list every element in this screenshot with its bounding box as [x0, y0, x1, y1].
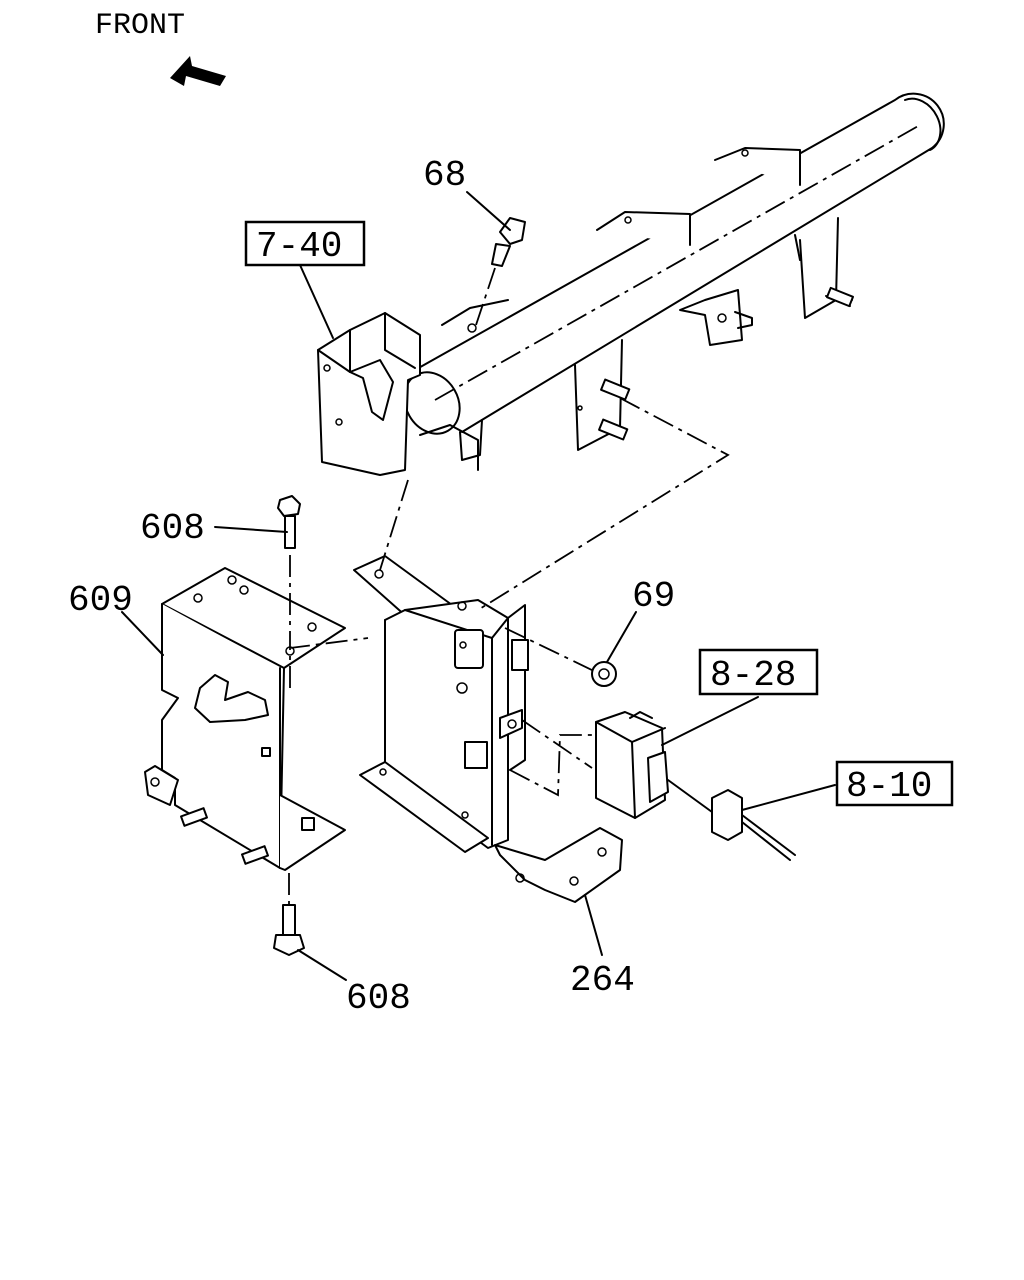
stud-bolts-609 — [180, 807, 269, 865]
nut-69 — [591, 661, 617, 687]
main-bracket-264 — [353, 555, 623, 903]
control-module-8-28 — [595, 711, 669, 819]
stud-bolts-beam — [598, 286, 854, 441]
bolt-608-bottom — [273, 904, 305, 956]
callout-box-8-10 — [835, 760, 954, 807]
beam-bracket-right — [714, 147, 839, 319]
cross-car-beam — [403, 92, 945, 435]
callout-68: 68 — [423, 155, 466, 196]
column-bracket-7-40 — [317, 312, 479, 476]
beam-bracket-mid — [574, 211, 691, 451]
beam-clamp — [679, 289, 753, 346]
front-label: FRONT — [95, 9, 185, 43]
bolt-608-top — [277, 495, 301, 549]
front-arrow-icon — [170, 56, 226, 86]
leader-lines — [121, 191, 836, 981]
callout-609: 609 — [68, 580, 133, 621]
callout-box-7-40 — [244, 220, 366, 267]
connector-8-10 — [667, 779, 796, 861]
bolt-68 — [474, 217, 526, 329]
callout-608-bottom: 608 — [346, 978, 411, 1019]
callout-box-8-28 — [698, 648, 819, 696]
callout-7-40: 7-40 — [256, 226, 342, 267]
sub-bracket-609 — [144, 567, 346, 871]
callout-69: 69 — [632, 576, 675, 617]
callout-8-10: 8-10 — [846, 766, 932, 807]
beam-bracket-left — [441, 299, 509, 461]
routing-lines — [289, 397, 730, 797]
callout-264: 264 — [570, 960, 635, 1001]
callout-608-top: 608 — [140, 508, 205, 549]
callout-8-28: 8-28 — [710, 655, 796, 696]
